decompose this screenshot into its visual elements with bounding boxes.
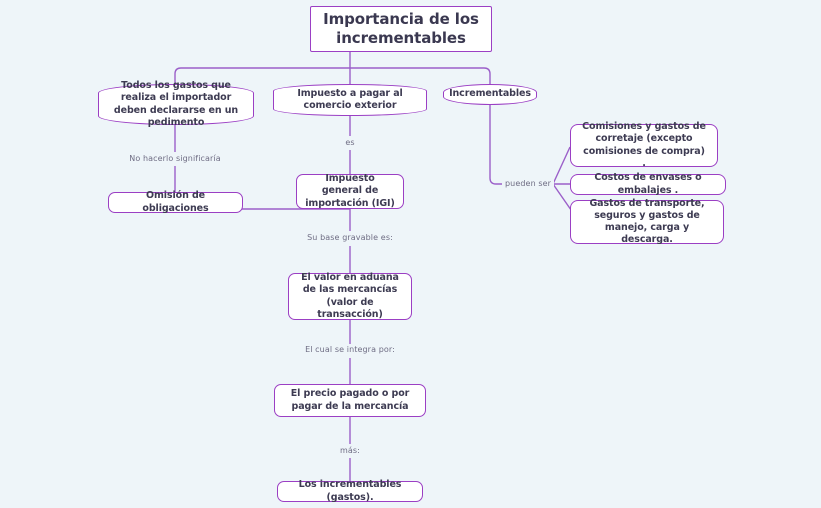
- edge-label-se-integra-text: El cual se integra por:: [305, 345, 395, 354]
- edge-label-es-text: es: [345, 138, 355, 147]
- node-omision-obligaciones[interactable]: Omisión de obligaciones: [108, 190, 243, 214]
- node-igi[interactable]: Impuesto general de importación (IGI): [296, 173, 404, 209]
- node-valor-aduana-label: El valor en aduana de las mercancías (va…: [301, 272, 399, 320]
- node-impuesto-comercio-exterior[interactable]: Impuesto a pagar al comercio exterior: [273, 84, 427, 116]
- node-root-label: Importancia de los incrementables: [323, 9, 479, 47]
- edge-label-base-gravable-text: Su base gravable es:: [307, 233, 393, 242]
- node-incrementables[interactable]: Incrementables: [443, 84, 537, 105]
- node-root[interactable]: Importancia de los incrementables: [310, 6, 492, 52]
- edge-label-base-gravable: Su base gravable es:: [304, 233, 396, 242]
- edge-label-mas-text: más:: [340, 446, 360, 455]
- edge-right-trunk: [489, 105, 504, 185]
- edge-label-no-hacerlo: No hacerlo significaría: [126, 154, 224, 163]
- node-gastos-importador[interactable]: Todos los gastos que realiza el importad…: [98, 80, 254, 128]
- node-precio-pagado[interactable]: El precio pagado o por pagar de la merca…: [274, 384, 426, 417]
- node-valor-aduana[interactable]: El valor en aduana de las mercancías (va…: [288, 272, 412, 320]
- edge-label-pueden-ser: pueden ser: [502, 179, 555, 188]
- node-envases-embalajes-label: Costos de envases o embalajes .: [594, 172, 702, 196]
- node-incrementables-label: Incrementables: [449, 88, 531, 100]
- node-precio-pagado-label: El precio pagado o por pagar de la merca…: [290, 388, 410, 412]
- node-incrementables-gastos[interactable]: Los incrementables (gastos).: [277, 479, 423, 503]
- node-gastos-transporte[interactable]: Gastos de transporte, seguros y gastos d…: [570, 197, 724, 246]
- node-incrementables-gastos-label: Los incrementables (gastos).: [298, 479, 402, 503]
- node-omision-obligaciones-label: Omisión de obligaciones: [142, 190, 209, 214]
- edge-label-mas: más:: [337, 446, 363, 455]
- node-comisiones-corretaje[interactable]: Comisiones y gastos de corretaje (except…: [570, 121, 718, 169]
- edge-label-pueden-ser-text: pueden ser: [505, 179, 552, 188]
- edge-fan-top: [552, 146, 571, 185]
- node-gastos-transporte-label: Gastos de transporte, seguros y gastos d…: [589, 197, 705, 246]
- edge-label-es: es: [342, 138, 358, 147]
- edge-label-se-integra: El cual se integra por:: [302, 345, 398, 354]
- node-gastos-importador-label: Todos los gastos que realiza el importad…: [113, 80, 239, 128]
- node-impuesto-comercio-exterior-label: Impuesto a pagar al comercio exterior: [297, 87, 403, 111]
- node-envases-embalajes[interactable]: Costos de envases o embalajes .: [570, 172, 726, 196]
- node-comisiones-corretaje-label: Comisiones y gastos de corretaje (except…: [582, 121, 706, 169]
- node-igi-label: Impuesto general de importación (IGI): [305, 173, 395, 209]
- edge-label-no-hacerlo-text: No hacerlo significaría: [129, 154, 221, 163]
